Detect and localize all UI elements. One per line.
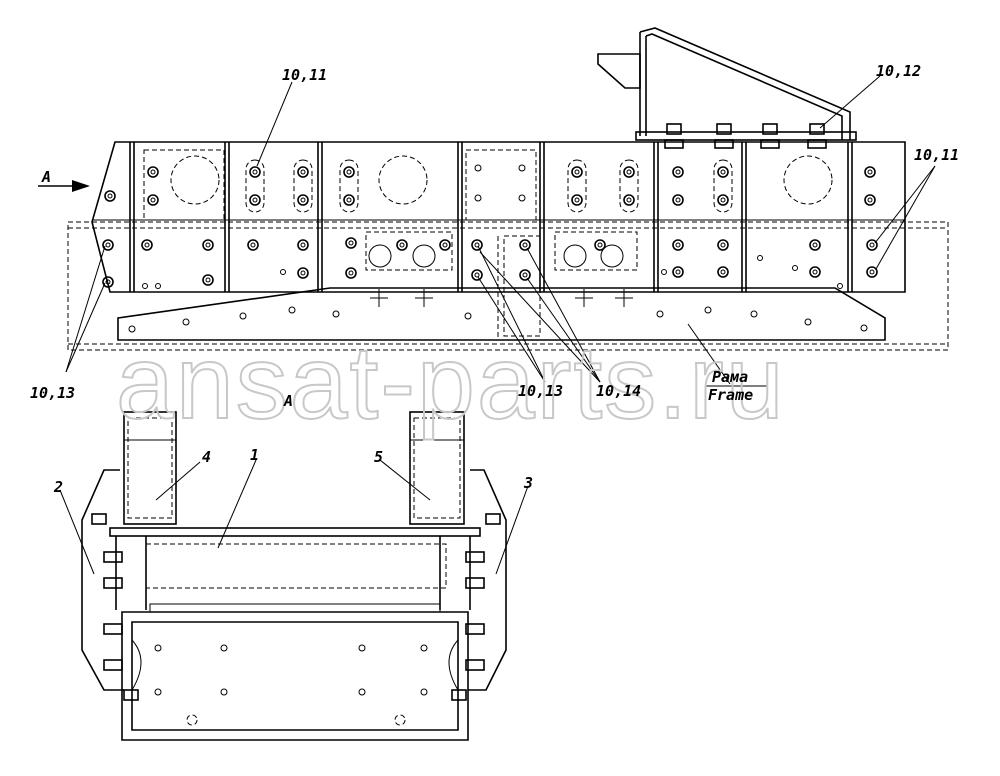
stiffeners [129,142,853,292]
side-view [38,27,949,387]
part-2-label: 2 [53,478,63,496]
callout-10-12: 10,12 [876,62,921,80]
part-4-label: 4 [202,448,211,466]
view-arrow [38,180,90,192]
callout-10-14: 10,14 [596,382,641,400]
part-5-label: 5 [374,448,383,466]
part-3-label: 3 [523,474,533,492]
labels: 10,11 10,12 10,11 10,13 10,13 10,14 Рама… [30,62,959,496]
section-bolts [91,513,501,726]
leader-lines [65,75,936,387]
part-1-label: 1 [250,446,259,464]
frame-rail [67,221,949,351]
watermark: ansat-parts.ru [116,325,786,441]
section-view [59,411,529,741]
frame-label-ru: Рама [712,368,748,386]
bracket-plate [91,141,906,293]
callout-10-13-mid: 10,13 [518,382,563,400]
lower-strip [117,287,886,341]
section-leaders [59,459,529,575]
callout-10-11-top: 10,11 [282,66,327,84]
upper-bracket [597,27,857,149]
view-arrow-label: A [41,168,51,186]
callout-10-11-right: 10,11 [914,146,959,164]
view-a-title: A [283,392,293,410]
large-holes [170,155,833,271]
strip-holes [128,289,868,333]
frame-label-en: Frame [708,386,753,404]
callout-10-13-left: 10,13 [30,384,75,402]
slots [143,149,733,340]
bolts [102,164,878,289]
